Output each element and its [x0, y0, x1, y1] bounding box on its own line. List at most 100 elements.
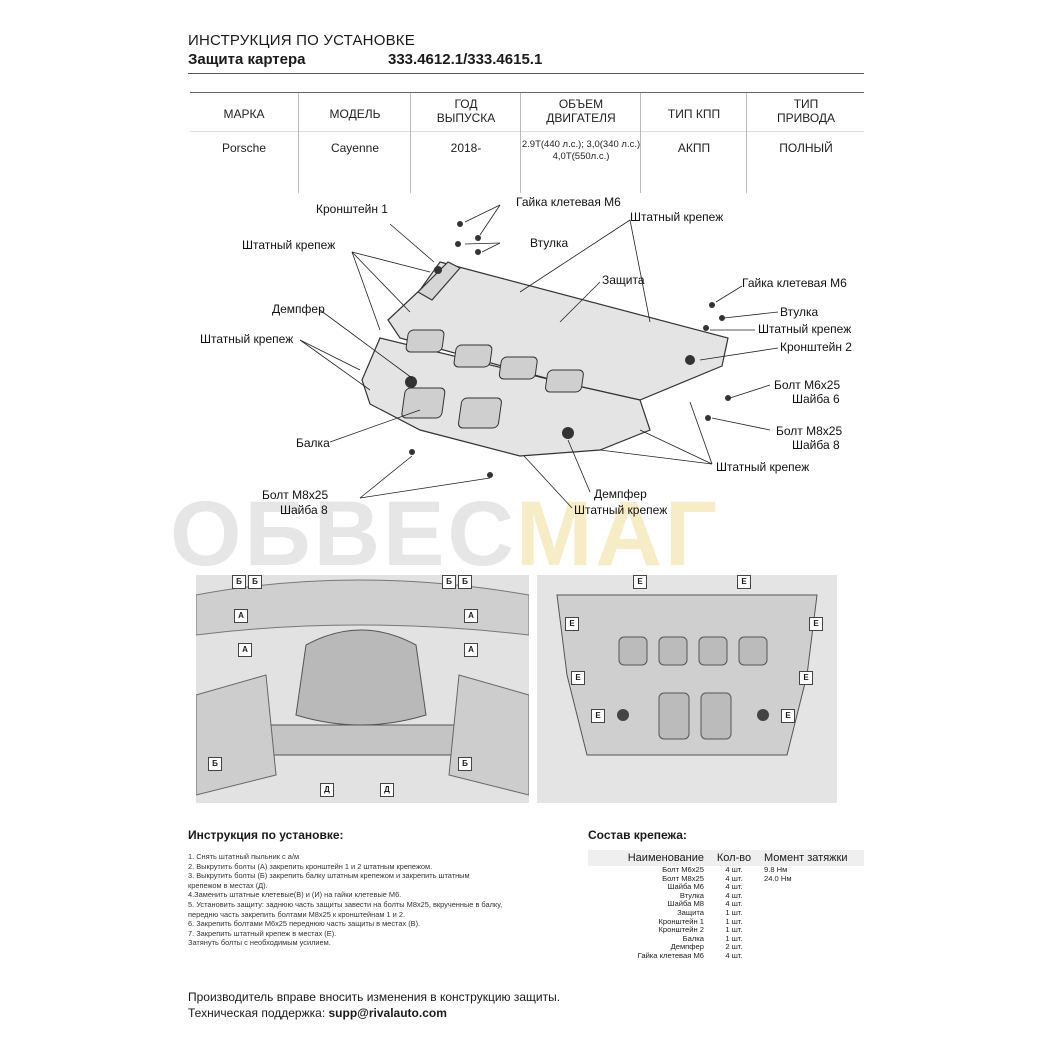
leader-line: [567, 439, 591, 493]
shield-recess: [405, 329, 445, 353]
damper-bottom-part: [562, 427, 574, 439]
tag-e: Е: [633, 575, 647, 589]
leader-line: [351, 251, 411, 313]
label-beam: Балка: [296, 436, 330, 450]
tag-e: Е: [737, 575, 751, 589]
tag-e: Е: [565, 617, 579, 631]
instruction-line: Затянуть болты с необходимым усилием.: [188, 938, 331, 948]
instruction-line: 3. Выкрутить болты (Б) закрепить балку ш…: [188, 871, 470, 881]
label-sleeve-top: Втулка: [530, 236, 569, 250]
label-cage-nut-top: Гайка клетевая М6: [516, 195, 621, 209]
spec-col-year: ГОД ВЫПУСКА 2018-: [410, 93, 521, 193]
fastener: [705, 415, 711, 421]
fastener: [455, 241, 461, 247]
underbody-illustration: [196, 575, 529, 803]
product-name: Защита картера: [188, 51, 306, 68]
spec-col-brand: МАРКА Porsche: [221, 107, 267, 155]
label-std-fastener-right: Штатный крепеж: [758, 322, 852, 336]
shield-recess: [545, 369, 584, 393]
kit-table: Наименование Кол-во Момент затяжки Болт …: [588, 850, 864, 961]
label-bolt-m8-left: Болт М8х25: [262, 488, 329, 502]
label-std-fastener-top: Штатный крепеж: [630, 210, 724, 224]
tag-b: Б: [442, 575, 456, 589]
leader-line: [351, 251, 431, 273]
fastener: [409, 449, 415, 455]
leader-line: [523, 455, 573, 509]
leader-line: [711, 417, 771, 431]
leader-line: [723, 311, 779, 319]
installation-instructions: Инструкция по установке: 1. Снять штатны…: [188, 828, 573, 948]
fastener-kit: Состав крепежа: Наименование Кол-во Моме…: [588, 828, 868, 960]
instruction-line: 1. Снять штатный пыльник с а/м: [188, 852, 300, 861]
label-washer-8-right: Шайба 8: [792, 438, 840, 452]
fastener: [475, 235, 481, 241]
instruction-line: 7. Закрепить штатный крепеж в местах (Е)…: [188, 928, 337, 938]
tag-d: Д: [320, 783, 334, 797]
leader-line: [389, 223, 435, 263]
fastener: [475, 249, 481, 255]
leader-line: [689, 401, 713, 465]
instruction-line: крепежом в местах (Д).: [188, 880, 268, 890]
spec-divider: [190, 131, 864, 132]
tag-b: Б: [458, 757, 472, 771]
tag-a: А: [234, 609, 248, 623]
leader-line: [319, 309, 413, 379]
label-shield: Защита: [602, 273, 645, 287]
spec-col-model: МОДЕЛЬ Cayenne: [298, 93, 411, 193]
tag-e: Е: [571, 671, 585, 685]
kit-header-qty: Кол-во: [708, 850, 760, 866]
leader-line: [464, 204, 501, 223]
leader-line: [464, 242, 501, 245]
spec-col-drive: ТИП ПРИВОДА ПОЛНЫЙ: [746, 93, 865, 193]
kit-header-torque: Момент затяжки: [760, 850, 864, 866]
beam-part: [361, 337, 651, 457]
label-std-fastener-bottom2: Штатный крепеж: [574, 503, 668, 517]
shield-recess: [498, 356, 538, 380]
shield-recess: [401, 387, 446, 419]
bracket1-part: [434, 266, 442, 274]
leader-line: [299, 339, 361, 371]
instructions-title: Инструкция по установке:: [188, 828, 344, 842]
label-cage-nut-right: Гайка клетевая М6: [742, 276, 847, 290]
tag-e: Е: [799, 671, 813, 685]
leader-line: [359, 455, 413, 499]
leader-line: [359, 477, 491, 499]
fastener: [725, 395, 731, 401]
instruction-line: 4.Заменить штатные клетевые(В) и (И) на …: [188, 890, 402, 900]
leader-line: [599, 449, 713, 465]
header-divider: [188, 73, 864, 74]
label-washer-6: Шайба 6: [792, 392, 840, 406]
shield-recess: [457, 397, 502, 429]
shield-recess: [453, 344, 493, 368]
leader-line: [299, 339, 371, 391]
fastener: [457, 221, 463, 227]
tag-a: А: [464, 643, 478, 657]
tag-d: Д: [380, 783, 394, 797]
spec-year-header: ГОД ВЫПУСКА: [436, 97, 496, 125]
leader-line: [329, 409, 421, 443]
tag-b: Б: [458, 575, 472, 589]
label-damper-left: Демпфер: [272, 302, 325, 316]
exploded-diagram: [299, 204, 779, 509]
article-number: 333.4612.1/333.4615.1: [388, 51, 543, 68]
instruction-line: 6. Закрепить болтами М6х25 переднюю част…: [188, 919, 421, 929]
tag-b: Б: [208, 757, 222, 771]
photo-underbody-with-shield: Е Е Е Е Е Е Е Е: [537, 575, 837, 803]
kit-header-row: Наименование Кол-во Момент затяжки: [588, 850, 864, 866]
tag-e: Е: [781, 709, 795, 723]
leader-line: [699, 347, 779, 361]
label-bracket2: Кронштейн 2: [780, 340, 852, 354]
watermark: ОБВЕСМАГ: [170, 483, 720, 585]
fastener: [719, 315, 725, 321]
vehicle-spec-table: МАРКА Porsche МОДЕЛЬ Cayenne ГОД ВЫПУСКА…: [190, 92, 864, 193]
label-bolt-m6: Болт М6х25: [774, 378, 841, 392]
support-email-link[interactable]: supp@rivalauto.com: [328, 1006, 447, 1020]
